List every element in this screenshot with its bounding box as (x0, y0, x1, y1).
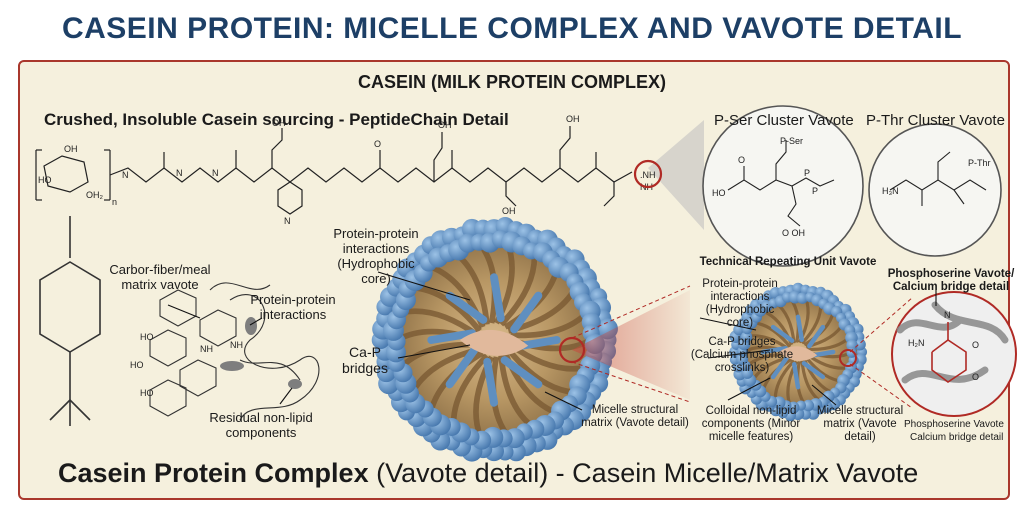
unit-colloid-label: Colloidal non-lipid components (Minor mi… (701, 405, 801, 443)
svg-text:O: O (738, 155, 745, 165)
repeating-unit-title: Technical Repeating Unit Vavote (699, 256, 877, 268)
micelle-fiber (499, 251, 538, 327)
svg-text:n: n (112, 197, 117, 207)
svg-text:HO: HO (38, 175, 52, 185)
micelle-bead (796, 292, 809, 304)
phospho-bottom-2: Calcium bridge detail (910, 432, 1004, 443)
chain-title: Crushed, Insoluble Casein sourcing - Pep… (44, 110, 509, 129)
svg-text:OH: OH (502, 206, 516, 216)
svg-text:N: N (176, 168, 183, 178)
svg-text:HO: HO (140, 332, 154, 342)
sugar-ring (43, 155, 89, 193)
footer-caption: Casein Protein Complex (Vavote detail) -… (58, 458, 918, 489)
subtitle: CASEIN (MILK PROTEIN COMPLEX) (357, 72, 666, 92)
phospho-bottom-1: Phosphoserine Vavote (904, 419, 1004, 430)
terpene-structure-icon (39, 216, 101, 426)
micelle-bead (802, 399, 815, 412)
svg-text:H₂N: H₂N (908, 338, 925, 348)
svg-text:N: N (284, 216, 291, 226)
svg-text:HO: HO (140, 388, 154, 398)
svg-text:P: P (812, 186, 818, 196)
unit-ppi-label: Protein-protein interactions (Hydrophobi… (702, 278, 778, 329)
micelle-channel (795, 314, 805, 343)
structural-matrix-label: Micelle structural matrix (Vavote detail… (581, 404, 689, 429)
micelle-ppi-label: Protein-protein interactions (Hydrophobi… (333, 226, 419, 286)
zoom-beam-pser (648, 120, 704, 230)
micelle-channel (483, 357, 498, 407)
svg-text:OH: OH (64, 144, 78, 154)
svg-text:.NH: .NH (640, 170, 656, 180)
matrix-label: Carbor-fiber/meal matrix vavote (109, 262, 211, 292)
micelle-bead (740, 331, 753, 343)
svg-text:OH: OH (566, 114, 580, 124)
footer-bold: Casein Protein Complex (58, 458, 369, 488)
svg-text:OH: OH (438, 120, 452, 130)
svg-text:P: P (804, 168, 810, 178)
micelle-channel (500, 356, 543, 389)
pthr-cluster-icon: H₃N P-Thr (868, 123, 1002, 257)
cap-bridge-core (778, 346, 818, 361)
micelle-channel (490, 273, 505, 323)
ppi-label: Protein-protein interactions (250, 292, 336, 322)
micelle-channel (770, 355, 789, 380)
phospho-title: Phosphoserine Vavote/ Calcium bridge det… (887, 268, 1015, 293)
phosphoserine-icon: H₂N N O O (891, 291, 1017, 417)
svg-text:HO: HO (712, 188, 726, 198)
svg-text:P-Thr: P-Thr (968, 158, 991, 168)
svg-text:OH₂: OH₂ (86, 190, 104, 200)
zoom-beam-micelle (572, 290, 690, 400)
repeating-unit-micelle-icon (729, 282, 868, 422)
svg-text:H₃N: H₃N (882, 186, 899, 196)
unit-struct-label: Micelle structural matrix (Vavote detail… (816, 405, 904, 443)
svg-text:P-Ser: P-Ser (780, 136, 803, 146)
micelle-fiber (506, 347, 576, 396)
micelle-channel (801, 361, 826, 380)
pthr-cluster-title: P-Thr Cluster Vavote (866, 112, 1005, 129)
micelle-channel (510, 291, 543, 334)
svg-text:O: O (972, 372, 979, 382)
svg-text:O: O (374, 139, 381, 149)
svg-text:HO: HO (130, 360, 144, 370)
svg-text:O OH: O OH (782, 228, 805, 238)
micelle-bead (846, 339, 858, 352)
protein-blob (220, 361, 244, 371)
svg-text:O: O (972, 340, 979, 350)
svg-text:NH: NH (230, 340, 243, 350)
matrix-structure-icon (149, 282, 320, 421)
svg-text:N: N (944, 310, 951, 320)
footer-rest: (Vavote detail) - Casein Micelle/Matrix … (368, 458, 919, 488)
pser-cluster-icon: P-Ser HO O P P O OH (702, 105, 864, 267)
protein-blob (245, 317, 257, 335)
micelle-channel (445, 291, 488, 324)
micelle-channel (770, 324, 795, 343)
protein-blob (288, 379, 302, 389)
highlight-circle-chain (633, 159, 663, 189)
svg-text:N: N (212, 168, 219, 178)
micelle-channel (760, 345, 789, 355)
micelle-channel (427, 329, 477, 344)
page-title: CASEIN PROTEIN: MICELLE COMPLEX AND VAVO… (61, 12, 963, 45)
micelle-icon (371, 217, 618, 462)
highlight-circle-unit (839, 349, 857, 367)
pser-cluster-title: P-Ser Cluster Vavote (714, 112, 854, 129)
micelle-channel (791, 361, 801, 390)
highlight-circle-micelle (558, 336, 586, 364)
svg-text:OH: OH (272, 118, 286, 128)
svg-text:N: N (122, 170, 129, 180)
cap-bridges-label: Ca-P bridges (342, 344, 388, 376)
unit-cap-label: Ca-P bridges (Calcium phosphate crosslin… (690, 336, 794, 374)
residual-label: Residual non-lipid components (209, 410, 313, 440)
micelle-channel (445, 346, 478, 389)
svg-text:NH: NH (200, 344, 213, 354)
micelle-channel (807, 324, 826, 349)
peptide-chain-icon (35, 126, 633, 215)
cap-bridge-core (459, 329, 529, 356)
